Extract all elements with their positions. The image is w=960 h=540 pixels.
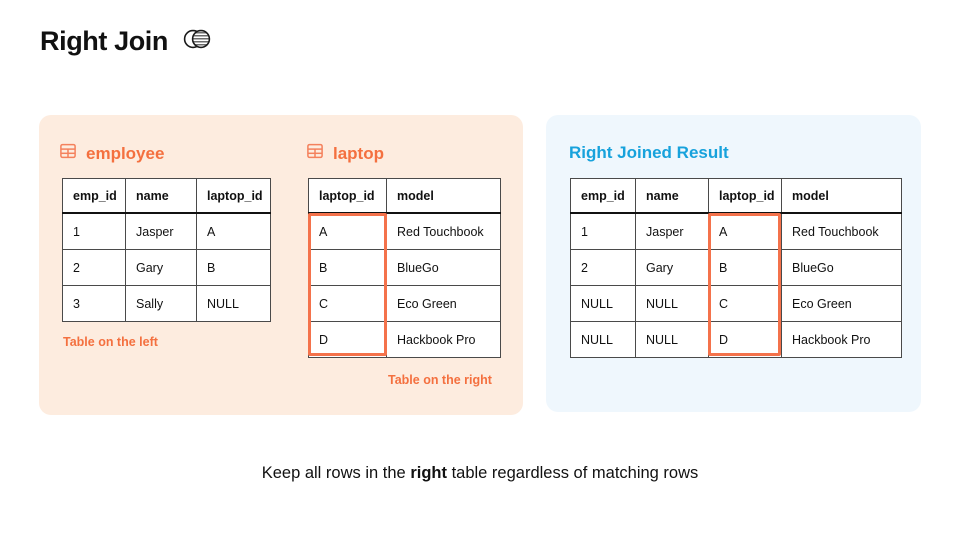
result-table-name: Right Joined Result: [569, 143, 729, 162]
laptop-table: laptop_id model A Red Touchbook B BlueGo…: [308, 178, 501, 358]
table-cell-null: NULL: [570, 321, 636, 358]
table-cell: Hackbook Pro: [781, 321, 902, 358]
table-cell: Gary: [125, 249, 197, 286]
table-row: NULL NULL C Eco Green: [570, 285, 902, 322]
table-cell-highlighted: A: [708, 212, 782, 250]
table-cell-highlighted: D: [308, 321, 387, 358]
table-cell-null: NULL: [196, 285, 271, 322]
footer-note: Keep all rows in the right table regardl…: [0, 464, 960, 483]
laptop-table-name: laptop: [333, 144, 384, 163]
employee-table: emp_id name laptop_id 1 Jasper A 2 Gary …: [62, 178, 271, 322]
column-header: name: [125, 178, 197, 214]
result-table: emp_id name laptop_id model 1 Jasper A R…: [570, 178, 902, 358]
venn-right-join-icon: [182, 29, 212, 54]
table-cell: Gary: [635, 249, 709, 286]
column-header: laptop_id: [708, 178, 782, 214]
table-row: 2 Gary B BlueGo: [570, 249, 902, 286]
table-row: 3 Sally NULL: [62, 285, 271, 322]
column-header: emp_id: [62, 178, 126, 214]
table-cell: Jasper: [125, 212, 197, 250]
table-cell: B: [196, 249, 271, 286]
table-cell: BlueGo: [781, 249, 902, 286]
page-title-text: Right Join: [40, 26, 168, 56]
result-table-heading: Right Joined Result: [569, 144, 729, 161]
laptop-caption: Table on the right: [388, 373, 492, 387]
column-header: laptop_id: [308, 178, 387, 214]
column-header: laptop_id: [196, 178, 271, 214]
footer-note-prefix: Keep all rows in the: [261, 464, 411, 482]
table-cell: 1: [570, 212, 636, 250]
table-row: A Red Touchbook: [308, 212, 501, 250]
employee-table-name: employee: [86, 144, 165, 163]
table-cell: Eco Green: [781, 285, 902, 322]
column-header: emp_id: [570, 178, 636, 214]
footer-note-suffix: table regardless of matching rows: [446, 464, 699, 482]
footer-note-emphasis: right: [410, 464, 447, 482]
column-header: model: [386, 178, 501, 214]
table-cell-highlighted: B: [308, 249, 387, 286]
table-row: C Eco Green: [308, 285, 501, 322]
column-header: model: [781, 178, 902, 214]
table-row: B BlueGo: [308, 249, 501, 286]
table-grid-icon: [307, 143, 323, 164]
table-cell: Sally: [125, 285, 197, 322]
table-cell-highlighted: C: [708, 285, 782, 322]
table-cell-highlighted: A: [308, 212, 387, 250]
table-cell: Jasper: [635, 212, 709, 250]
table-cell: Hackbook Pro: [386, 321, 501, 358]
table-cell: A: [196, 212, 271, 250]
table-header-row: laptop_id model: [308, 178, 501, 214]
table-cell-null: NULL: [570, 285, 636, 322]
employee-caption: Table on the left: [63, 335, 158, 349]
table-header-row: emp_id name laptop_id model: [570, 178, 902, 214]
laptop-table-heading: laptop: [307, 143, 384, 164]
table-row: NULL NULL D Hackbook Pro: [570, 321, 902, 358]
table-row: D Hackbook Pro: [308, 321, 501, 358]
table-cell: Red Touchbook: [386, 212, 501, 250]
table-grid-icon: [60, 143, 76, 164]
table-cell: BlueGo: [386, 249, 501, 286]
table-cell-highlighted: B: [708, 249, 782, 286]
page-title: Right Join: [40, 28, 212, 55]
employee-table-heading: employee: [60, 143, 164, 164]
table-row: 1 Jasper A: [62, 212, 271, 250]
table-cell-highlighted: C: [308, 285, 387, 322]
table-cell-null: NULL: [635, 321, 709, 358]
table-header-row: emp_id name laptop_id: [62, 178, 271, 214]
table-cell-null: NULL: [635, 285, 709, 322]
table-cell: 3: [62, 285, 126, 322]
column-header: name: [635, 178, 709, 214]
table-row: 1 Jasper A Red Touchbook: [570, 212, 902, 250]
table-cell-highlighted: D: [708, 321, 782, 358]
table-cell: Red Touchbook: [781, 212, 902, 250]
table-cell: 2: [570, 249, 636, 286]
table-row: 2 Gary B: [62, 249, 271, 286]
table-cell: 2: [62, 249, 126, 286]
table-cell: Eco Green: [386, 285, 501, 322]
table-cell: 1: [62, 212, 126, 250]
